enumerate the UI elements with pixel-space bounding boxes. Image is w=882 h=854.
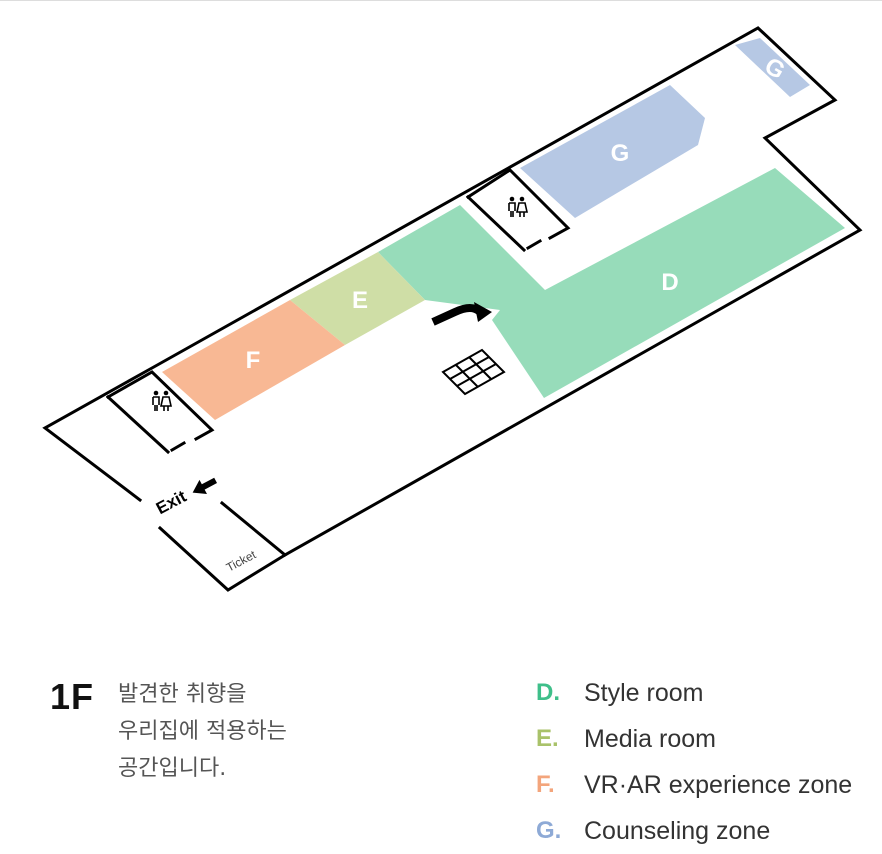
restroom-right-wall [465,168,571,241]
exit-label: Exit [153,487,190,519]
floor-description: 발견한 취향을 우리집에 적용하는 공간입니다. [118,676,287,787]
restroom-icon [508,196,528,217]
legend-item-d: D. Style room [536,670,852,716]
legend-item-f: F. VR·AR experience zone [536,762,852,808]
floor-description-line: 발견한 취향을 [118,682,247,707]
floor-title: 1F [50,676,95,717]
building-outline [42,26,863,558]
legend-name: Counseling zone [584,816,771,845]
floor-map: D E F G G Exit Ticket [42,26,863,592]
floor-description-line: 공간입니다. [118,756,227,781]
restroom-icon [152,390,172,411]
zone-g2-area[interactable] [735,38,810,97]
legend-letter: F. [536,771,555,798]
legend-name: VR·AR experience zone [584,770,853,799]
floor-description-line: 우리집에 적용하는 [118,719,287,744]
restroom-left-wall-lower [105,394,171,455]
zone-label-f: F [246,347,261,374]
zone-label-e: E [352,287,368,314]
legend-item-g: G. Counseling zone [536,808,852,854]
zone-label-g: G [611,140,630,167]
zone-g-area[interactable] [520,85,705,218]
grid-icon [441,348,506,396]
building-outline-bottom [157,500,288,592]
zone-d-area[interactable] [378,168,845,398]
restroom-right-wall-lower [465,194,527,253]
restroom-left-wall [105,370,215,442]
curved-arrow-icon [431,302,492,326]
legend-letter: D. [536,679,560,706]
zone-label-d: D [661,269,678,296]
restroom-right-door [525,238,543,251]
legend-name: Media room [584,724,716,753]
legend-letter: E. [536,725,559,752]
zone-legend: D. Style room E. Media room F. VR·AR exp… [536,670,852,854]
ticket-label: Ticket [224,547,259,574]
zone-f-area[interactable] [162,300,345,420]
restroom-left-door [169,440,187,453]
arrow-left-icon [192,477,218,495]
zone-e-area[interactable] [290,252,425,345]
legend-name: Style room [584,678,704,707]
legend-item-e: E. Media room [536,716,852,762]
legend-letter: G. [536,817,562,844]
top-divider [0,0,882,1]
